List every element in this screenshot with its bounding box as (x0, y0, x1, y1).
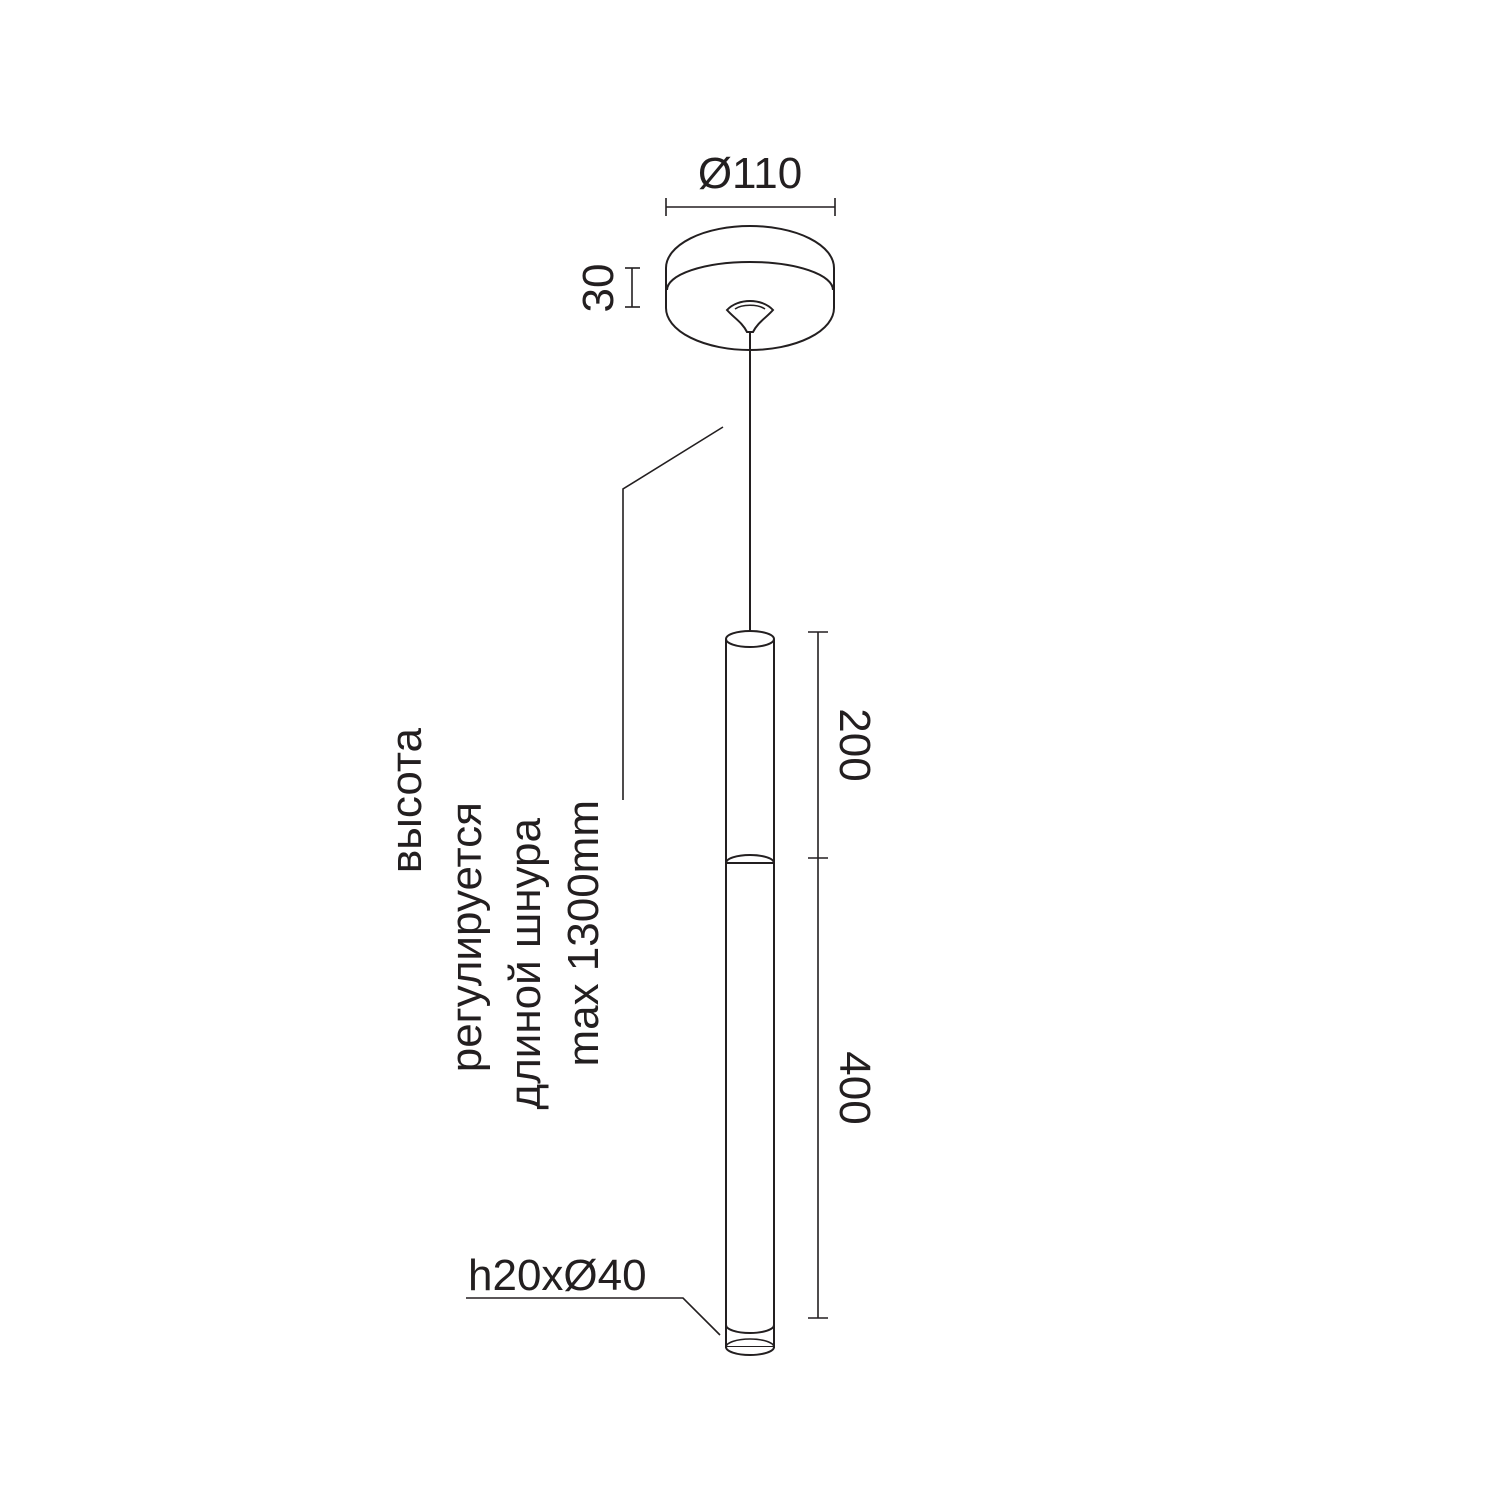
canopy-height-label: 30 (574, 264, 623, 313)
lamp-tube (725, 630, 775, 1356)
canopy (665, 225, 835, 351)
cord-grip-inner (734, 304, 766, 310)
upper-tube (725, 639, 775, 864)
upper-tube-top (725, 630, 775, 648)
cord-note-leader (622, 426, 724, 800)
canopy-body (665, 225, 835, 351)
cord-note-line-2: регулируется (442, 802, 491, 1072)
upper-tube-length-label: 200 (830, 708, 879, 781)
canopy-rim (666, 261, 834, 291)
lower-tube (725, 863, 775, 1348)
cord-grip (725, 300, 775, 333)
canopy-height-dimension: 30 (574, 264, 640, 313)
cord-note: высота регулируется длиной шнура max 130… (382, 727, 608, 1109)
lens-leader (466, 1297, 721, 1336)
canopy-diameter-label: Ø110 (698, 149, 802, 198)
tube-length-dimension: 200 400 (808, 631, 879, 1319)
lens-callout: h20xØ40 (466, 1251, 721, 1336)
lens-size-label: h20xØ40 (468, 1251, 647, 1300)
tube-joint (725, 854, 775, 864)
canopy-diameter-dimension: Ø110 (665, 149, 836, 216)
cord-note-line-1: высота (382, 727, 431, 873)
lens-bottom (725, 1346, 775, 1356)
cord-note-line-4: max 1300mm (559, 800, 608, 1067)
cord-note-line-3: длиной шнура (501, 817, 550, 1109)
lens-bottom-back (725, 1338, 775, 1348)
lens-ring-top (725, 1324, 775, 1334)
lower-tube-length-label: 400 (830, 1051, 879, 1124)
